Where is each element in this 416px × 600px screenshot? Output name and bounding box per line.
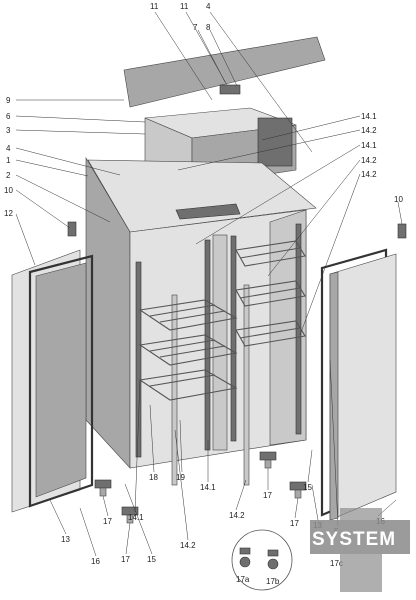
right-door-edge xyxy=(329,271,339,521)
label-17c: 17c xyxy=(330,559,343,568)
wire-shelf-upper-left xyxy=(138,299,238,331)
wire-shelf-upper-right xyxy=(235,240,306,267)
foot-2 xyxy=(121,506,139,524)
top-slot xyxy=(175,203,241,220)
label-4: 4 xyxy=(6,144,11,153)
caster-17b xyxy=(267,549,279,570)
label-15: 15 xyxy=(147,555,156,564)
label-10: 10 xyxy=(4,186,13,195)
label-17: 17 xyxy=(263,491,272,500)
leader-lines xyxy=(15,11,403,557)
label-1: 1 xyxy=(6,156,11,165)
system-watermark: SYSTEM xyxy=(310,508,410,592)
loose-rail-14-1 xyxy=(171,294,178,486)
watermark-text: SYSTEM xyxy=(312,529,396,550)
label-17: 17 xyxy=(121,555,130,564)
wire-shelf-middle-right xyxy=(235,280,306,307)
left-door-inner xyxy=(35,262,87,498)
wire-shelf-lower-left xyxy=(138,369,238,401)
label-4: 4 xyxy=(206,2,211,11)
label-16: 16 xyxy=(91,557,100,566)
label-12: 12 xyxy=(4,209,13,218)
label-2: 2 xyxy=(6,171,11,180)
label-10: 10 xyxy=(394,195,403,204)
label-17b: 17b xyxy=(266,577,280,586)
wire-shelf-middle-left xyxy=(138,334,238,366)
label-14-2: 14.2 xyxy=(229,511,245,520)
label-14-1: 14.1 xyxy=(361,112,377,121)
label-13: 13 xyxy=(61,535,70,544)
label-18: 18 xyxy=(149,473,158,482)
caster-17a xyxy=(239,547,251,568)
label-17a: 17a xyxy=(236,575,250,584)
foot-3 xyxy=(259,451,277,469)
left-door-gasket xyxy=(28,254,94,508)
loose-rail-14-2 xyxy=(243,284,250,486)
label-11: 11 xyxy=(180,2,189,11)
condenser-fan xyxy=(257,117,293,167)
rail-left xyxy=(135,261,142,458)
rail-mid-left xyxy=(204,239,211,451)
wire-shelf-lower-right xyxy=(235,320,306,347)
label-3: 3 xyxy=(6,126,11,135)
center-divider xyxy=(212,234,228,451)
label-14-1: 14.1 xyxy=(361,141,377,150)
label-8: 8 xyxy=(206,23,211,32)
label-14-2: 14.2 xyxy=(361,156,377,165)
label-9: 9 xyxy=(6,96,11,105)
label-14-2: 14.2 xyxy=(361,170,377,179)
top-cover-panel xyxy=(123,36,326,108)
control-display xyxy=(219,84,241,95)
caster-detail-circle xyxy=(231,529,293,591)
hinge-top-left xyxy=(67,221,77,237)
right-door xyxy=(329,253,397,521)
label-14-1: 14.1 xyxy=(200,483,216,492)
label-11: 11 xyxy=(150,2,159,11)
label-6: 6 xyxy=(6,112,11,121)
rail-mid-right xyxy=(230,235,237,442)
hinge-top-right xyxy=(397,223,407,239)
label-14-2: 14.2 xyxy=(361,126,377,135)
label-19: 19 xyxy=(176,473,185,482)
label-7: 7 xyxy=(193,23,198,32)
label-14-2: 14.2 xyxy=(180,541,196,550)
label-15: 15 xyxy=(303,483,312,492)
label-17: 17 xyxy=(290,519,299,528)
foot-1 xyxy=(94,479,112,497)
label-14-1: 14.1 xyxy=(128,513,144,522)
label-17: 17 xyxy=(103,517,112,526)
